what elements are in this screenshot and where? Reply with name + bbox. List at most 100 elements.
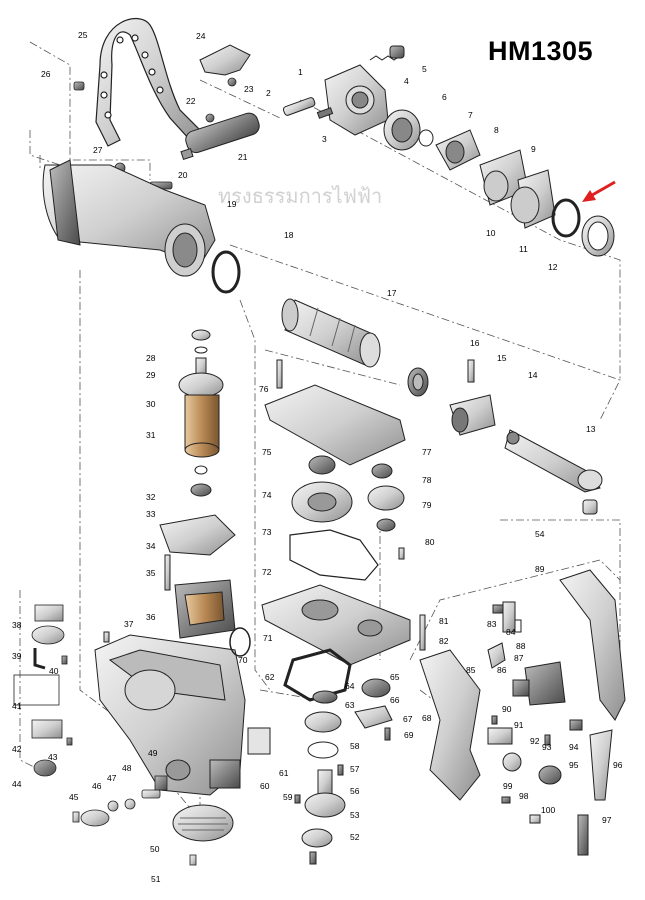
part-label-3: 3 [322, 134, 327, 144]
part-label-87: 87 [514, 653, 524, 663]
name-plate-61 [247, 727, 271, 755]
side-handle-strap [95, 17, 201, 147]
part-label-28: 28 [146, 353, 156, 363]
part-label-58: 58 [350, 741, 360, 751]
screw-81 [419, 614, 426, 651]
part-label-65: 65 [390, 672, 400, 682]
part-label-47: 47 [107, 773, 117, 783]
crank-housing [94, 634, 246, 796]
armature [178, 329, 224, 497]
connecting-rod [504, 429, 603, 515]
part-label-9: 9 [531, 144, 536, 154]
part-label-91: 91 [514, 720, 524, 730]
part-label-11: 11 [519, 244, 528, 254]
part-label-74: 74 [262, 490, 272, 500]
part-label-27: 27 [93, 145, 103, 155]
part-label-83: 83 [487, 619, 497, 629]
part-label-61: 61 [279, 768, 289, 778]
part-label-16: 16 [470, 338, 480, 348]
part-label-44: 44 [12, 779, 22, 789]
small-screws [73, 77, 237, 190]
part-label-93: 93 [542, 742, 552, 752]
part-label-21: 21 [238, 152, 248, 162]
part-label-41: 41 [12, 701, 22, 711]
part-label-49: 49 [148, 748, 158, 758]
rear-handle [419, 569, 626, 856]
bottom-cap-50 [172, 804, 234, 842]
gasket-62 [283, 648, 352, 702]
part-label-82: 82 [439, 636, 449, 646]
part-label-38: 38 [12, 620, 22, 630]
highlight-arrow [582, 180, 616, 202]
part-label-86: 86 [497, 665, 507, 675]
o-ring-70 [229, 627, 251, 657]
part-label-99: 99 [503, 781, 513, 791]
part-label-43: 43 [48, 752, 58, 762]
part-label-75: 75 [262, 447, 272, 457]
part-label-100: 100 [541, 805, 555, 815]
part-label-42: 42 [12, 744, 22, 754]
part-label-26: 26 [41, 69, 51, 79]
part-label-80: 80 [425, 537, 435, 547]
part-label-67: 67 [403, 714, 413, 724]
part-label-51: 51 [151, 874, 161, 884]
part-label-19: 19 [227, 199, 237, 209]
part-label-54: 54 [535, 529, 545, 539]
field-coil [174, 579, 236, 639]
part-label-48: 48 [122, 763, 132, 773]
part-label-2: 2 [266, 88, 271, 98]
part-label-46: 46 [92, 781, 102, 791]
part-label-70: 70 [238, 655, 248, 665]
part-label-57: 57 [350, 764, 360, 774]
part-label-78: 78 [422, 475, 432, 485]
baffle-plate [159, 514, 236, 556]
side-grip [180, 112, 260, 160]
part-label-94: 94 [569, 742, 579, 752]
part-label-79: 79 [422, 500, 432, 510]
field-screw [164, 554, 171, 591]
part-label-85: 85 [466, 665, 476, 675]
left-cluster-parts [13, 604, 73, 777]
cylinder [281, 298, 381, 368]
part-label-90: 90 [502, 704, 512, 714]
part-label-5: 5 [422, 64, 427, 74]
part-label-81: 81 [439, 616, 449, 626]
pin-80 [398, 547, 405, 560]
part-label-18: 18 [284, 230, 294, 240]
part-label-66: 66 [390, 695, 400, 705]
part-label-37: 37 [124, 619, 134, 629]
part-label-50: 50 [150, 844, 160, 854]
part-label-52: 52 [350, 832, 360, 842]
gasket-72 [289, 529, 379, 581]
part-label-96: 96 [613, 760, 623, 770]
part-label-20: 20 [178, 170, 188, 180]
part-label-64: 64 [345, 681, 355, 691]
part-label-40: 40 [49, 666, 59, 676]
part-label-63: 63 [345, 700, 355, 710]
part-label-34: 34 [146, 541, 156, 551]
part-label-72: 72 [262, 567, 272, 577]
watermark: ทรงธรรมการไฟฟ้า [218, 184, 383, 208]
part-label-98: 98 [519, 791, 529, 801]
part-label-4: 4 [404, 76, 409, 86]
o-ring-18 [211, 250, 241, 294]
part-label-8: 8 [494, 125, 499, 135]
part-label-53: 53 [350, 810, 360, 820]
gear-cover-75 [264, 359, 406, 466]
part-label-10: 10 [486, 228, 496, 238]
part-label-60: 60 [260, 781, 270, 791]
part-label-17: 17 [387, 288, 397, 298]
part-label-33: 33 [146, 509, 156, 519]
pin-37 [103, 631, 110, 643]
part-label-23: 23 [244, 84, 254, 94]
part-label-6: 6 [442, 92, 447, 102]
part-label-88: 88 [516, 641, 526, 651]
part-label-59: 59 [283, 792, 293, 802]
part-label-7: 7 [468, 110, 473, 120]
part-label-68: 68 [422, 713, 432, 723]
part-label-62: 62 [265, 672, 275, 682]
part-label-95: 95 [569, 760, 579, 770]
part-label-69: 69 [404, 730, 414, 740]
part-label-31: 31 [146, 430, 156, 440]
